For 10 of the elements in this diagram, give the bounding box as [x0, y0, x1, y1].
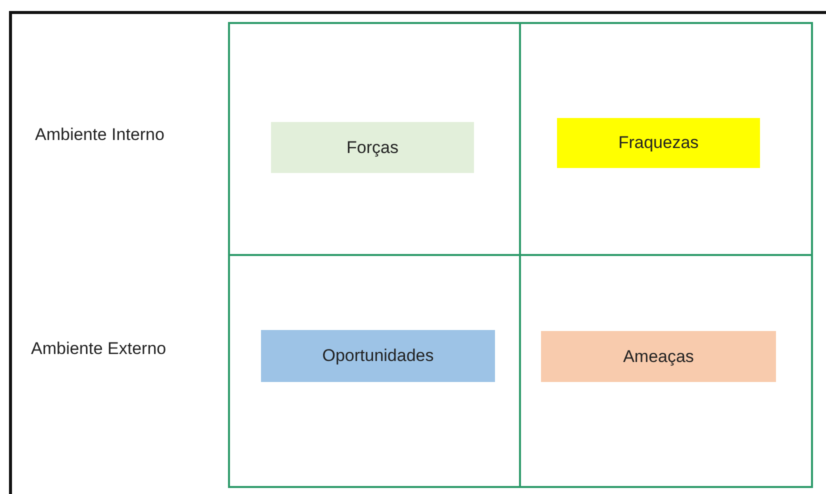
- category-box: Forças: [271, 122, 474, 173]
- quadrant-cell: [519, 22, 813, 256]
- category-box: Ameaças: [541, 331, 776, 382]
- row-label: Ambiente Interno: [35, 125, 164, 145]
- row-label: Ambiente Externo: [31, 339, 166, 359]
- category-box: Fraquezas: [557, 118, 760, 168]
- quadrant-cell: [519, 254, 813, 488]
- category-box: Oportunidades: [261, 330, 495, 382]
- quadrant-cell: [228, 22, 521, 256]
- quadrant-cell: [228, 254, 521, 488]
